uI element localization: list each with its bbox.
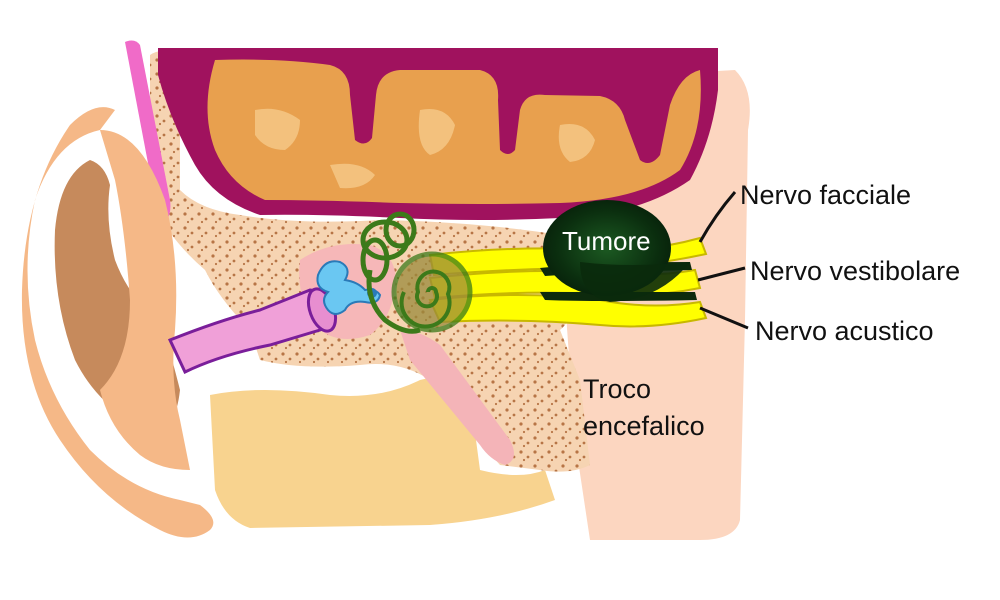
semicircular-canal-2 — [383, 211, 417, 249]
label-vestibular-nerve: Nervo vestibolare — [750, 256, 960, 286]
label-tumor: Tumore — [562, 226, 651, 256]
label-brainstem-line1: Troco — [583, 374, 651, 404]
pointer-vestibular — [697, 266, 746, 282]
tumor-extension — [580, 262, 690, 302]
cochlea-spiral — [399, 269, 452, 329]
label-acoustic-nerve: Nervo acustico — [755, 316, 934, 346]
pink-strip — [125, 40, 171, 222]
pointer-acoustic — [699, 306, 749, 330]
brain-sulci — [255, 108, 595, 189]
ear-helix — [100, 130, 190, 470]
pointer-facial — [698, 191, 737, 243]
label-brainstem-line2: encefalico — [583, 411, 705, 441]
label-facial-nerve: Nervo facciale — [740, 180, 911, 210]
cochlea-body — [391, 251, 473, 333]
diagonal-strip — [400, 330, 514, 465]
brain-gyri — [207, 59, 701, 204]
semicircular-canal-3 — [360, 237, 390, 283]
vestibule — [366, 269, 421, 334]
inner-ear — [360, 211, 421, 334]
outer-ear — [21, 107, 214, 538]
